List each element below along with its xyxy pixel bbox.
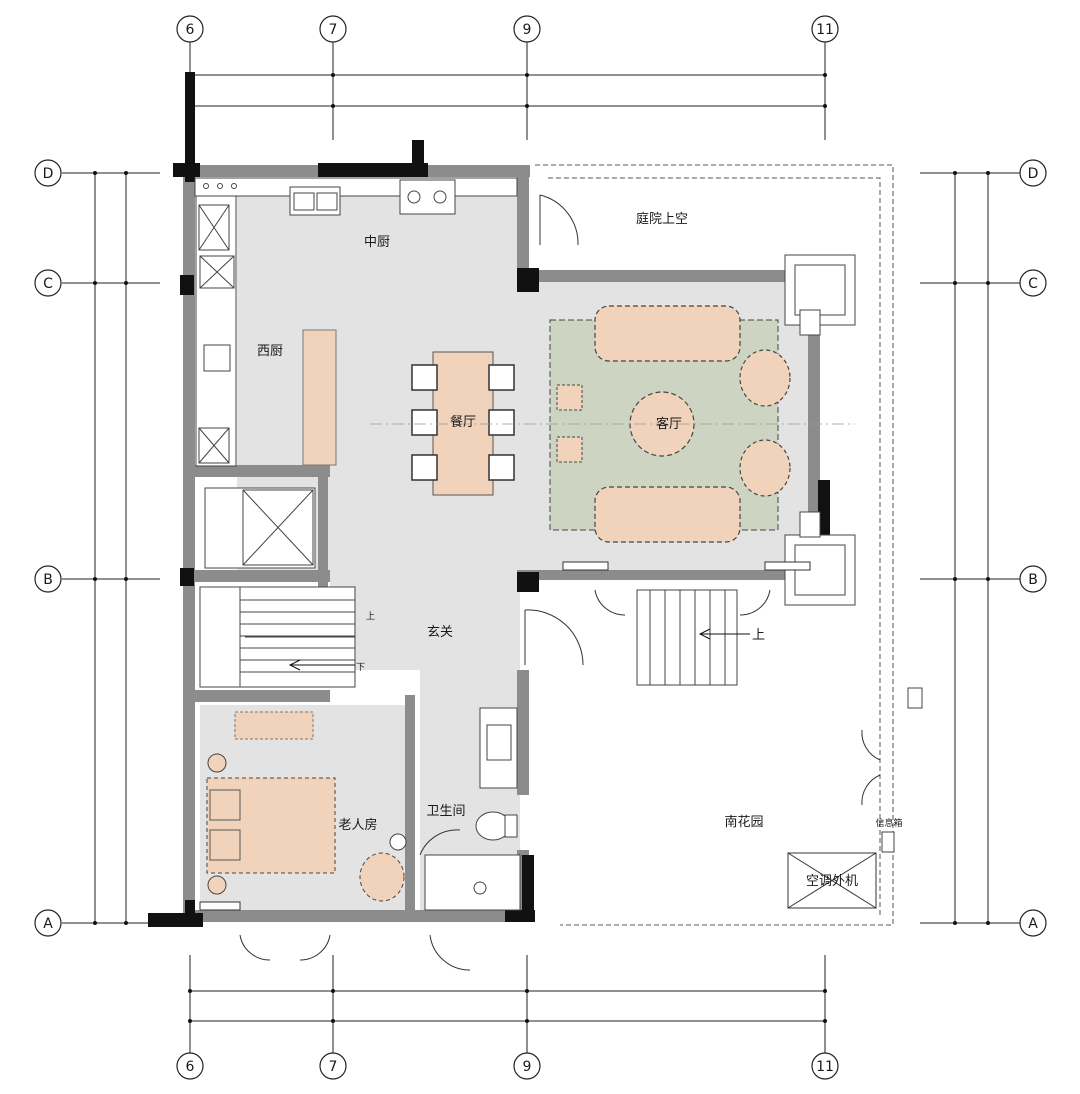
axis-bubble-top-11: 11 [811,15,839,43]
label-bathroom: 卫生间 [426,804,465,819]
garden-stair-arrow-icon [698,628,750,640]
meter-box-label: 信息箱 [875,817,902,829]
outdoor-socket-icon [907,687,923,709]
elevator-icon [204,487,316,569]
dimension-ticks [93,73,990,1023]
ac-unit-label: 空调外机 [806,874,858,889]
axis-bubble-right-C: C [1019,269,1047,297]
ac-unit-icon [787,852,877,909]
left-counter [195,195,237,467]
axis-bubble-right-D: D [1019,159,1047,187]
label-dining: 餐厅 [450,414,476,430]
label-living: 客厅 [656,416,682,432]
dining-chairs [411,364,515,481]
top-counter [194,177,518,197]
stair-down-label: 下 [356,663,365,673]
garden-stairs [636,589,738,686]
bedroom-armchair [359,852,405,902]
nightstand-lamp-icon [207,753,227,773]
svg-text:11: 11 [816,22,834,38]
label-foyer: 玄关 [427,625,453,640]
svg-text:6: 6 [186,22,195,38]
svg-text:D: D [43,166,54,182]
living-group [549,305,791,543]
internal-stairs [199,586,356,688]
axis-bubble-right-A: A [1019,909,1047,937]
kitchen-island [302,329,337,466]
svg-text:9: 9 [523,22,532,38]
axis-bubble-top-6: 6 [176,15,204,43]
svg-text:B: B [1028,572,1038,588]
bedroom-furniture [206,711,407,902]
bench [234,711,314,740]
svg-text:C: C [1028,276,1038,292]
svg-text:D: D [1028,166,1039,182]
axis-bubbles-top: 6 7 9 11 [176,15,839,43]
axis-bubble-bottom-6: 6 [176,1052,204,1080]
svg-text:A: A [1028,916,1038,932]
kitchen-floor [237,195,522,280]
label-elder-bedroom: 老人房 [338,817,377,833]
dining-table [432,351,494,496]
axis-bubble-left-D: D [34,159,62,187]
axis-bubble-left-C: C [34,269,62,297]
axis-bubble-right-B: B [1019,565,1047,593]
axis-bubbles-left: D C B A [34,159,62,937]
ottoman-1 [556,384,583,411]
armchair-2 [739,439,791,497]
foyer-floor [330,470,520,670]
sofa-top [594,305,741,362]
axis-bubble-bottom-7: 7 [319,1052,347,1080]
svg-text:7: 7 [329,22,338,38]
bay-windows [784,254,856,606]
svg-text:6: 6 [186,1059,195,1075]
label-south-garden: 南花园 [724,814,763,830]
kitchen-appliances [198,179,456,464]
svg-text:A: A [43,916,53,932]
svg-text:7: 7 [329,1059,338,1075]
axis-bubbles-right: D C B A [1019,159,1047,937]
garden-outline [535,164,894,926]
shower-head-icon [473,881,487,895]
svg-text:C: C [43,276,53,292]
axis-bubble-bottom-11: 11 [811,1052,839,1080]
label-kitchen-western: 西厨 [257,344,283,359]
dining-table-group [411,351,515,496]
sofa-bottom [594,486,741,543]
label-kitchen-chinese: 中厨 [364,235,390,250]
radiators [199,561,811,911]
garden-stair-up-label: 上 [752,628,765,643]
axis-bubble-top-7: 7 [319,15,347,43]
stair-arrow-icon [288,659,355,671]
doors [239,194,881,971]
armchair-1 [739,349,791,407]
svg-text:B: B [43,572,53,588]
shower-area [424,854,521,911]
axis-bubble-bottom-9: 9 [513,1052,541,1080]
wash-basin-icon [203,344,231,372]
stair-up-label: 上 [366,611,375,622]
axis-bubbles-bottom: 6 7 9 11 [176,1052,839,1080]
svg-text:11: 11 [816,1059,834,1075]
bathroom-fixtures [424,707,521,911]
dimension-lines [62,42,1020,1055]
axis-bubble-top-9: 9 [513,15,541,43]
nightstand-lamp-icon [207,875,227,895]
svg-text:9: 9 [523,1059,532,1075]
meter-box-icon [881,831,895,853]
double-sink-icon [289,186,341,216]
axis-bubble-left-B: B [34,565,62,593]
ottoman-2 [556,436,583,463]
label-courtyard-void: 庭院上空 [636,211,688,227]
axis-bubble-left-A: A [34,909,62,937]
